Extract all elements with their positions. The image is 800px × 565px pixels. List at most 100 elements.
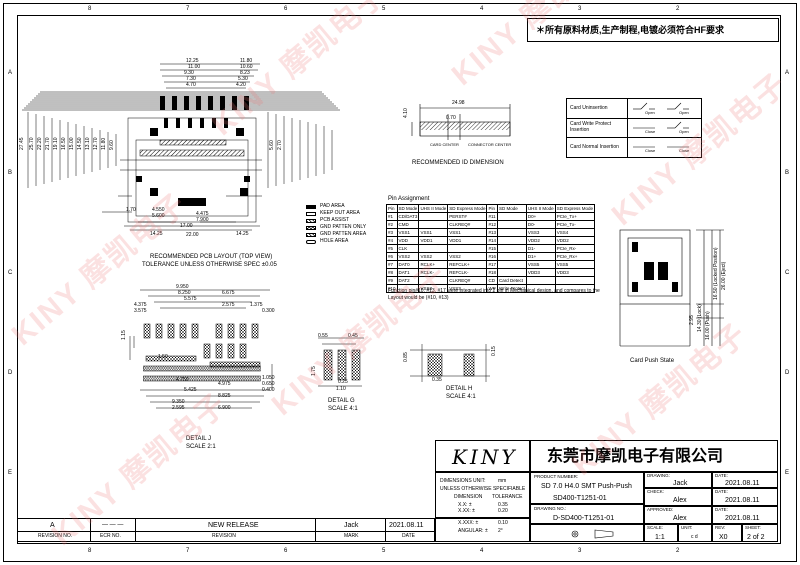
pin-cell: REFCLK- (447, 268, 488, 277)
detail-j-dim: 5.425 (184, 387, 197, 393)
border-num: 2 (676, 548, 680, 554)
detail-g-drawing (318, 337, 364, 387)
pin-cell (496, 252, 527, 261)
company-cell: 东莞市摩凯电子有限公司 (530, 440, 778, 472)
pcb-dim: 27.45 (19, 137, 25, 150)
border-letter: E (8, 470, 13, 476)
id-dimension-drawing (411, 104, 511, 140)
card-push-dim: 16.50 (Locked Position) (713, 247, 719, 300)
date-label: DATE: (715, 489, 728, 494)
sheet-label: SHEET: (745, 525, 761, 530)
revision-frame (17, 518, 435, 542)
pin-header-cell: Pin (386, 204, 398, 213)
pcb-dim: 22.00 (186, 232, 199, 238)
pcb-dim: 7.900 (196, 217, 209, 223)
detail-h-dim: 0.15 (491, 346, 497, 356)
border-num: 4 (480, 6, 484, 12)
date3-cell: DATE: 2021.08.11 (712, 506, 778, 524)
detail-j-dim: 0.650 (262, 381, 275, 387)
revision-header: MARK (344, 533, 359, 539)
detail-j-drawing (129, 289, 273, 409)
pin-cell: D0+ (525, 212, 556, 221)
pin-cell: #15 (486, 244, 498, 253)
border-num: 5 (382, 548, 386, 554)
detail-h-dim: 0.85 (403, 352, 409, 362)
border-letter: D (8, 370, 13, 376)
pcb-dim: 12.25 (186, 58, 199, 64)
pcb-dim: 22.20 (37, 137, 43, 150)
detail-j-dim: 1.50 (158, 354, 168, 360)
pin-cell: VDD2 (554, 236, 595, 245)
border-num: 8 (88, 548, 92, 554)
pcb-dim: 9.60 (109, 140, 115, 150)
detail-g-dim: 0.55 (318, 333, 328, 339)
drawing-no-label: DRAWING NO.: (534, 506, 567, 511)
ecr-number: — — — (102, 522, 124, 528)
pin-cell: #14 (486, 236, 498, 245)
border-letter: E (785, 470, 790, 476)
card-push-dim: 14.30 (Lock) (697, 304, 703, 332)
detail-j-dim: 1.050 (262, 375, 275, 381)
detail-j-dim: 9.350 (172, 399, 185, 405)
detail-j-scale: SCALE 2:1 (186, 444, 216, 450)
border-num: 2 (676, 6, 680, 12)
border-num: 4 (480, 548, 484, 554)
pcb-dim: 4.70 (186, 82, 196, 88)
pin-header-cell: SD Mode (496, 204, 527, 213)
pin-cell: #3 (386, 228, 398, 237)
pin-cell: #1 (386, 212, 398, 221)
pin-cell: VSS1 (447, 228, 488, 237)
date-label: DATE: (715, 507, 728, 512)
pin-cell: VSS4 (554, 228, 595, 237)
pin-cell: VSS5 (525, 260, 556, 269)
pin-cell: VDD1 (418, 236, 449, 245)
pin-cell (447, 244, 488, 253)
pin-cell: PERST# (447, 212, 488, 221)
legend-label: HOLE AREA (320, 238, 349, 244)
detail-j-dim: 1.15 (121, 330, 127, 340)
border-num: 7 (186, 548, 190, 554)
detail-g-dim: 1.10 (336, 386, 346, 392)
hf-notice-box: ＊所有原料材质,生产制程,电镀必须符合HF要求 (527, 18, 779, 42)
pin-cell: #6 (386, 252, 398, 261)
pin-assignment-note: Function pin#10, #13, #17 were integrate… (388, 288, 600, 301)
pin-cell: PCIe_Rx- (554, 244, 595, 253)
detail-j-dim: 8.250 (178, 290, 191, 296)
tol-dim: X.X: ± (458, 502, 472, 508)
pin-cell: CLKREQ# (447, 220, 488, 229)
pin-cell (496, 212, 527, 221)
pcb-dim: 11.00 (188, 64, 201, 70)
pcb-dim: 14.25 (150, 231, 163, 237)
pin-cell: VSS5 (554, 260, 595, 269)
pin-cell (418, 212, 449, 221)
card-push-drawing (619, 229, 724, 347)
pin-cell: VSS3 (525, 228, 556, 237)
sheet-value: 2 of 2 (747, 534, 765, 541)
pin-cell: D1+ (525, 252, 556, 261)
detail-j-dim: 8.825 (218, 393, 231, 399)
drawing-frame-inner (17, 15, 781, 544)
card-push-title: Card Push State (630, 358, 675, 364)
card-state-label: Card Write Protect Insertion (570, 121, 612, 133)
pcb-dim: 5.60 (269, 140, 275, 150)
revision-mark: Jack (344, 522, 359, 529)
tol-val: 0.35 (498, 502, 508, 508)
pin-cell: Write Protect (496, 284, 527, 293)
rev-value: X0 (719, 534, 728, 541)
hf-notice-text: ＊所有原料材质,生产制程,电镀必须符合HF要求 (536, 25, 724, 35)
card-push-dim: 26.00 (Eject) (721, 261, 727, 290)
pin-cell (496, 236, 527, 245)
pin-header-cell: UHS II Mode (525, 204, 556, 213)
pin-cell: PCIe_Tx+ (554, 212, 595, 221)
check-cell: CHECK: Alex (644, 488, 712, 506)
legend-label: KEEP OUT AREA (320, 210, 360, 216)
pin-cell (496, 220, 527, 229)
card-state-label: Card Normal Insertion (570, 144, 619, 150)
border-letter: A (785, 70, 790, 76)
product-cell: PRODUCT NUMBER: SD 7.0 H4.0 SMT Push-Pus… (530, 472, 644, 504)
border-letter: C (785, 270, 790, 276)
detail-j-dim: 4.750 (176, 377, 189, 383)
